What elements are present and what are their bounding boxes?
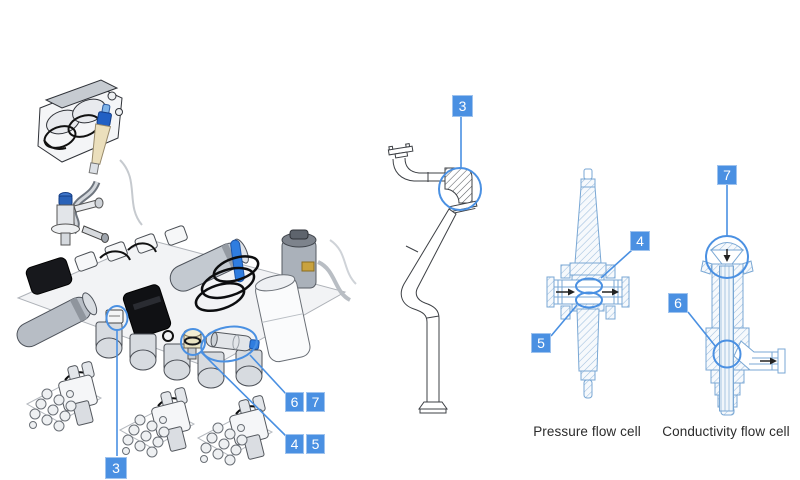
membrane-callout-5 [575,291,603,309]
pressure-flow-cell-caption: Pressure flow cell [533,424,641,439]
machine-callouts [105,305,288,456]
callout-label-7-cell: 7 [717,165,737,185]
dome-callout-7 [705,235,749,279]
junction-callout-6 [712,339,742,369]
pressure-flow-cell-drawing [546,168,633,399]
outlet-pipe-drawing [387,117,482,414]
small-valve [51,192,109,246]
syringe-part [88,103,112,175]
callout-label-5-machine: 5 [306,434,325,454]
pump-assembly-illustration [16,79,357,466]
conductivity-flow-cell-drawing [687,185,786,416]
elbow-callout-circle [438,167,482,211]
conductivity-flow-cell-caption: Conductivity flow cell [662,424,790,439]
callout-label-3-pipe: 3 [452,95,473,117]
callout-label-6-machine: 6 [285,392,304,412]
valve-cluster-2 [119,386,195,458]
callout-label-3-machine: 3 [105,457,127,479]
callout-label-5-cell: 5 [531,333,551,353]
outlet-arrow [760,357,777,365]
callout-label-7-machine: 7 [306,392,325,412]
valve-cluster-3 [197,394,273,466]
valve-cluster-1 [26,360,102,432]
callout-label-4-machine: 4 [285,434,304,454]
flow-direction-arrows [556,288,619,296]
main-manifold [16,225,357,389]
inlet-arrow [723,249,731,262]
callout-label-6-cell: 6 [668,293,688,313]
callout-label-4-cell: 4 [630,231,650,251]
